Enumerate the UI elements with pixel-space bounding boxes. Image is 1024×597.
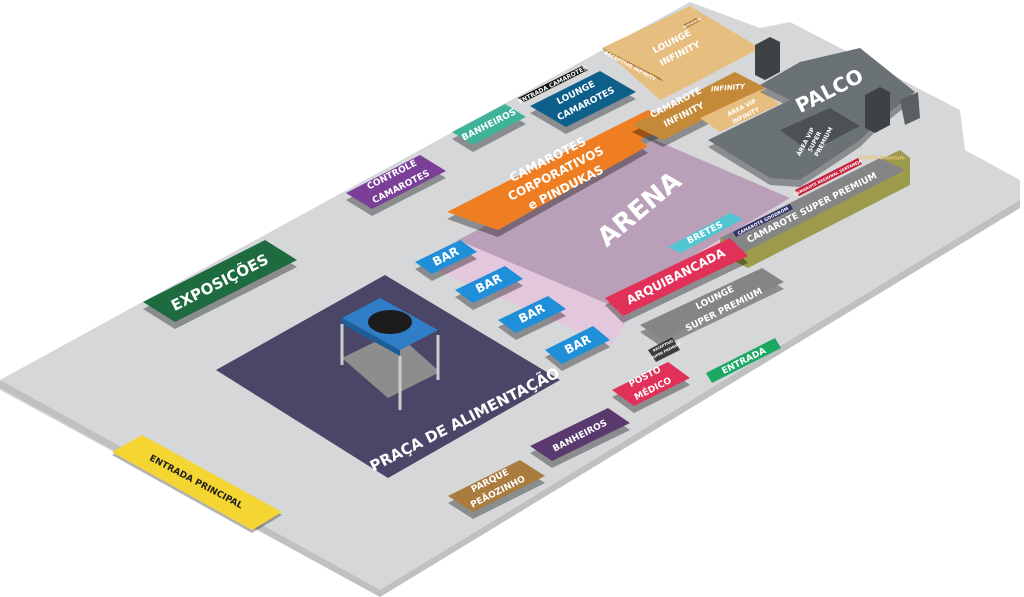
bar-shape [498, 296, 566, 333]
camarote-goodrom-shape [733, 204, 793, 237]
stage-roof-edge [342, 318, 400, 356]
camarotes-corporativos-shape [447, 110, 675, 230]
lounge-infinity-shape [602, 6, 760, 100]
controle-camarotes-shape [346, 155, 446, 209]
food-court-stage [340, 298, 440, 410]
camarote-regional-shape [795, 158, 862, 196]
bar-shape [415, 240, 477, 274]
exposicoes-shape [143, 240, 297, 322]
stage-stairs [900, 92, 920, 125]
palco-shape [708, 48, 915, 180]
infinity-logo: INFINITY [711, 82, 747, 93]
palco[interactable]: PALCO ÁREA VIP SUPER PREMIUM [708, 37, 920, 180]
stage-logo [368, 310, 412, 334]
ground-edge [0, 200, 1020, 597]
parque-peaozinho-shape [448, 460, 545, 512]
lounge-camarotes-shape [530, 71, 636, 127]
area-vip-infinity-shape [700, 90, 780, 132]
camarote-super-premium-shape [720, 158, 905, 252]
lounge-infinity[interactable]: RECEPTIVO INFINITY BANHEIROS LOUNGE INFI… [602, 6, 760, 100]
bretes-shape [668, 213, 743, 253]
area-vip-super-premium-floor [780, 108, 860, 152]
speaker-right [865, 87, 890, 133]
bar-shape [545, 326, 610, 364]
entrada-shape [706, 338, 781, 383]
controle-camarotes[interactable]: CONTROLE CAMAROTES [346, 155, 446, 209]
arquibancada-shape [605, 238, 748, 316]
banheiros-bottom-shape [530, 408, 630, 461]
arena[interactable]: ARENA [415, 140, 790, 345]
lounge-super-premium-shape [640, 268, 784, 340]
super-premium-logo: SUPER Premium [859, 156, 905, 162]
stage-floor [342, 332, 440, 398]
banheiros-infinity-tag [683, 18, 700, 28]
entrada-camarotes-shape [518, 66, 588, 102]
receptivo-infinity-strip [602, 48, 664, 82]
entrada-principal-shape [112, 435, 282, 530]
receptivo-super-premium-shape [648, 337, 680, 362]
bar-shape [455, 266, 523, 303]
banheiros-top-shape [452, 104, 526, 145]
arena-floor [458, 140, 790, 305]
area-vip-infinity[interactable]: ÁREA VIP INFINITY [700, 90, 780, 132]
posto-medico-shape [612, 362, 690, 406]
camarote-infinity-shape [632, 72, 766, 140]
speaker-left [755, 37, 780, 80]
